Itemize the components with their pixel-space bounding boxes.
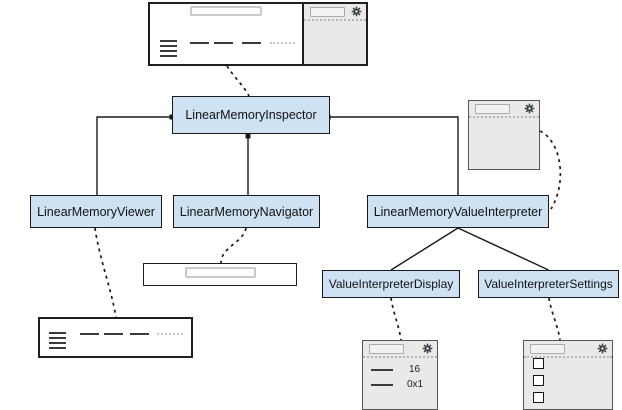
sidebar-topbar xyxy=(304,4,366,21)
byte-dash xyxy=(104,333,123,335)
link-rightwindow-interpreter xyxy=(539,130,562,210)
gear-icon xyxy=(422,343,433,354)
edge-interpreter-display xyxy=(390,227,459,271)
row-lines-icon xyxy=(49,332,66,352)
node-label: LinearMemoryViewer xyxy=(37,204,155,219)
edge-inspector-viewer xyxy=(96,116,172,195)
address-input-mockup xyxy=(190,6,262,16)
link-display-mockup xyxy=(390,297,402,341)
checkbox-mockup xyxy=(533,358,544,369)
gear-icon xyxy=(597,343,608,354)
byte-dash xyxy=(130,333,149,335)
interpreter-ui-mockup xyxy=(468,100,540,170)
link-topwindow-inspector xyxy=(226,65,250,97)
connector-dot xyxy=(245,133,251,139)
link-viewer-mockup xyxy=(94,227,117,318)
row-lines-icon xyxy=(160,40,177,60)
link-settings-mockup xyxy=(548,297,561,341)
node-label: LinearMemoryValueInterpreter xyxy=(373,204,543,219)
node-linear-memory-navigator: LinearMemoryNavigator xyxy=(173,195,320,228)
ascii-dots xyxy=(157,333,183,335)
node-value-interpreter-settings: ValueInterpreterSettings xyxy=(478,270,619,298)
checkbox-mockup xyxy=(533,375,544,386)
byte-dash xyxy=(214,42,233,44)
byte-dash xyxy=(242,42,261,44)
mini-input-mockup xyxy=(310,7,345,17)
node-label: ValueInterpreterSettings xyxy=(484,277,613,291)
value-dash xyxy=(371,384,393,386)
dashed-connectors xyxy=(94,65,562,341)
gear-icon xyxy=(524,103,535,114)
checkbox-mockup xyxy=(533,392,544,403)
value-dash xyxy=(371,369,393,371)
window-topbar xyxy=(524,341,612,358)
inspector-ui-mockup xyxy=(148,2,368,66)
settings-ui-mockup xyxy=(523,340,613,410)
navigator-ui-mockup xyxy=(143,263,297,286)
inspector-mockup-main xyxy=(150,4,302,64)
value-text: 0x1 xyxy=(407,379,424,390)
ascii-dots xyxy=(270,42,295,44)
byte-dash xyxy=(80,333,99,335)
node-linear-memory-value-interpreter: LinearMemoryValueInterpreter xyxy=(367,195,549,228)
display-ui-mockup: 16 0x1 xyxy=(362,340,438,410)
node-label: LinearMemoryInspector xyxy=(185,108,317,122)
window-topbar xyxy=(469,101,539,118)
inspector-mockup-sidebar xyxy=(302,4,366,64)
node-linear-memory-viewer: LinearMemoryViewer xyxy=(30,195,162,228)
navigator-input-mockup xyxy=(185,267,256,278)
window-topbar xyxy=(363,341,437,358)
node-value-interpreter-display: ValueInterpreterDisplay xyxy=(322,270,460,298)
value-text: 16 xyxy=(409,364,421,375)
mini-input-mockup xyxy=(530,344,565,354)
mini-input-mockup xyxy=(369,344,404,354)
mini-input-mockup xyxy=(475,104,510,114)
gear-icon xyxy=(351,6,362,17)
viewer-ui-mockup xyxy=(38,317,193,358)
link-navigator-mockup xyxy=(220,227,247,264)
byte-dash xyxy=(190,42,209,44)
edge-inspector-interpreter xyxy=(330,116,459,195)
edge-interpreter-settings xyxy=(457,227,549,271)
node-label: LinearMemoryNavigator xyxy=(179,204,314,219)
node-linear-memory-inspector: LinearMemoryInspector xyxy=(172,96,330,134)
node-label: ValueInterpreterDisplay xyxy=(328,277,454,291)
